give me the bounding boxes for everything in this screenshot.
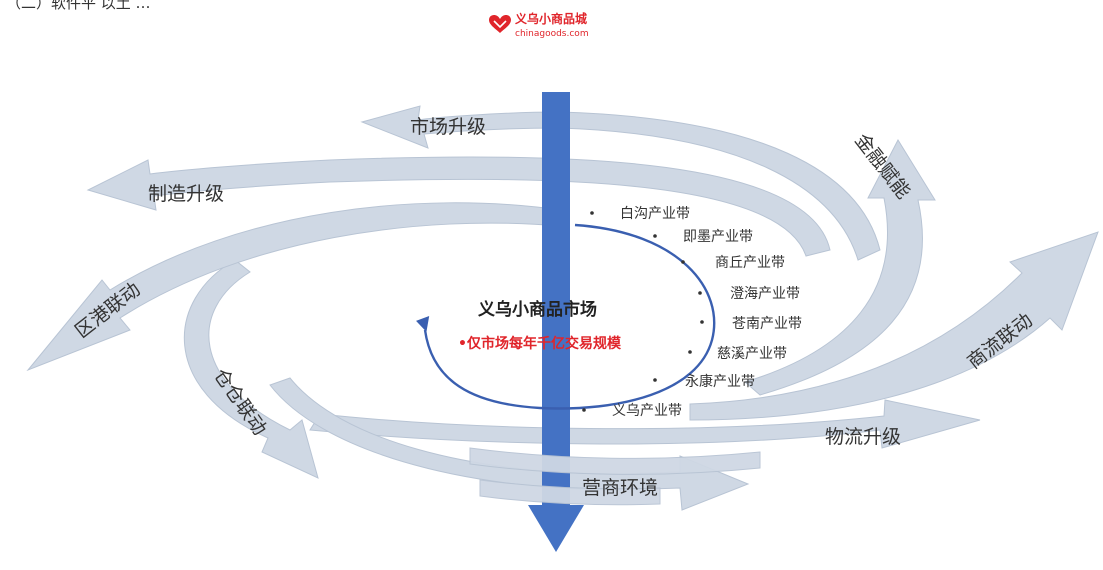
belt-item: 永康产业带 (685, 373, 755, 390)
belt-item: 即墨产业带 (683, 229, 753, 245)
label-business-environment: 营商环境 (582, 477, 658, 499)
industry-belt-list: 白沟产业带 即墨产业带 商丘产业带 澄海产业带 苍南产业带 慈溪产业带 永康产业… (582, 206, 802, 419)
belt-item: 慈溪产业带 (717, 346, 787, 362)
swirl-arrow-market-upgrade (360, 105, 881, 261)
swirl-arrow-logistics (309, 399, 981, 449)
center-subtitle: •仅市场每年千亿交易规模 (458, 335, 622, 352)
belt-item: 义乌产业带 (612, 403, 682, 419)
swirl-arrow-commerce-flow (689, 231, 1099, 421)
belt-item: 澄海产业带 (730, 286, 800, 302)
logo-name: 义乌小商品城 (514, 11, 587, 26)
logo-url: chinagoods.com (515, 29, 589, 39)
top-caption: （二）软件平 以土 … (6, 0, 151, 12)
belt-item: 白沟产业带 (620, 206, 690, 222)
swirl-arrow-port (26, 202, 561, 372)
swirl-arrows (26, 105, 1099, 511)
center-title: 义乌小商品市场 (478, 299, 597, 320)
swirl-arrow-warehouse (183, 259, 319, 479)
belt-item: 商丘产业带 (715, 255, 785, 271)
heart-logo-icon (489, 14, 511, 33)
label-manufacturing-upgrade: 制造升级 (148, 183, 224, 205)
orbit-arrowhead-icon (416, 316, 430, 332)
swirl-arrow-manufacturing (86, 156, 831, 257)
belt-item: 苍南产业带 (732, 316, 802, 332)
vertical-axis-arrow (528, 92, 584, 552)
label-market-upgrade: 市场升级 (410, 116, 486, 138)
logo: 义乌小商品城 chinagoods.com (489, 11, 589, 39)
label-logistics-upgrade: 物流升级 (825, 426, 901, 448)
